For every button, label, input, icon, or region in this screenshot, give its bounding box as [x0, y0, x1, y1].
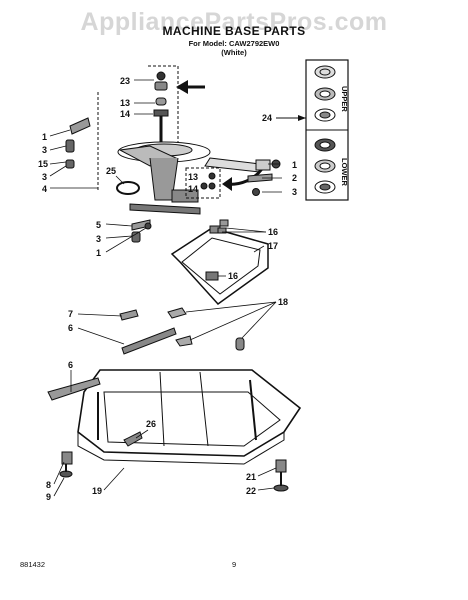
callout-13-right: 13: [188, 172, 198, 182]
callout-8: 8: [46, 480, 51, 490]
callout-6-upper: 6: [68, 323, 73, 333]
callout-23: 23: [120, 76, 130, 86]
model-line: For Model: CAW2792EW0: [188, 39, 280, 48]
inset-lower-label: LOWER: [340, 158, 349, 186]
page-number: 9: [232, 560, 237, 569]
callout-1-left: 1: [42, 132, 47, 142]
color-line: (White): [221, 48, 247, 57]
callout-14-right: 14: [188, 184, 198, 194]
inset-upper-label: UPPER: [340, 86, 349, 112]
callout-16-top: 16: [268, 227, 278, 237]
bearing-inset-box: UPPER LOWER: [276, 59, 349, 201]
callout-7: 7: [68, 309, 73, 319]
callout-3-mid: 3: [96, 234, 101, 244]
callout-1-right: 1: [292, 160, 297, 170]
callout-2-right: 2: [292, 173, 297, 183]
leader-lines: [49, 79, 282, 497]
callout-numbers: 23 13 14 24 1 3 15 3 4 25 13 14 1 2 3 5 …: [38, 76, 297, 502]
callout-1-mid: 1: [96, 248, 101, 258]
callout-26: 26: [146, 419, 156, 429]
machine-base-frame: [47, 369, 302, 492]
callout-3-left-b: 3: [42, 172, 47, 182]
callout-3-right: 3: [292, 187, 297, 197]
callout-25: 25: [106, 166, 116, 176]
callout-14-upper: 14: [120, 109, 130, 119]
callout-19: 19: [92, 486, 102, 496]
callout-9: 9: [46, 492, 51, 502]
callout-4: 4: [42, 184, 47, 194]
callout-24: 24: [262, 113, 272, 123]
callout-6-lower: 6: [68, 360, 73, 370]
document-number: 881432: [20, 560, 46, 569]
watermark-logo-text: AppliancePartsPros.com: [80, 8, 388, 36]
callout-3-left: 3: [42, 145, 47, 155]
callout-15: 15: [38, 159, 48, 169]
callout-21: 21: [246, 472, 256, 482]
callout-5: 5: [96, 220, 101, 230]
transmission-assembly: [65, 92, 281, 243]
callout-16-inner: 16: [228, 271, 238, 281]
page-title: MACHINE BASE PARTS: [162, 24, 306, 38]
callout-22: 22: [246, 486, 256, 496]
callout-13-upper: 13: [120, 98, 130, 108]
callout-18: 18: [278, 297, 288, 307]
upper-parts-box: [148, 65, 205, 151]
platform-assembly: [170, 219, 269, 306]
brackets-18: [119, 307, 245, 355]
callout-17: 17: [268, 241, 278, 251]
